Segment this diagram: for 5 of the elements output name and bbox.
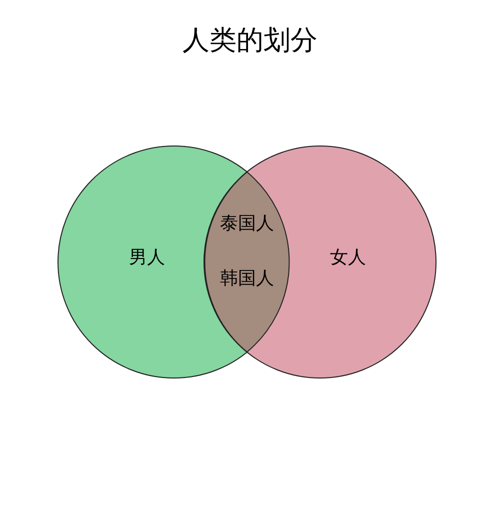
- overlap-label: 泰国人: [220, 212, 274, 235]
- set-label: 男人: [129, 246, 165, 269]
- overlap-label: 韩国人: [220, 267, 274, 290]
- set-label: 女人: [330, 246, 366, 269]
- diagram-title: 人类的划分: [182, 24, 318, 58]
